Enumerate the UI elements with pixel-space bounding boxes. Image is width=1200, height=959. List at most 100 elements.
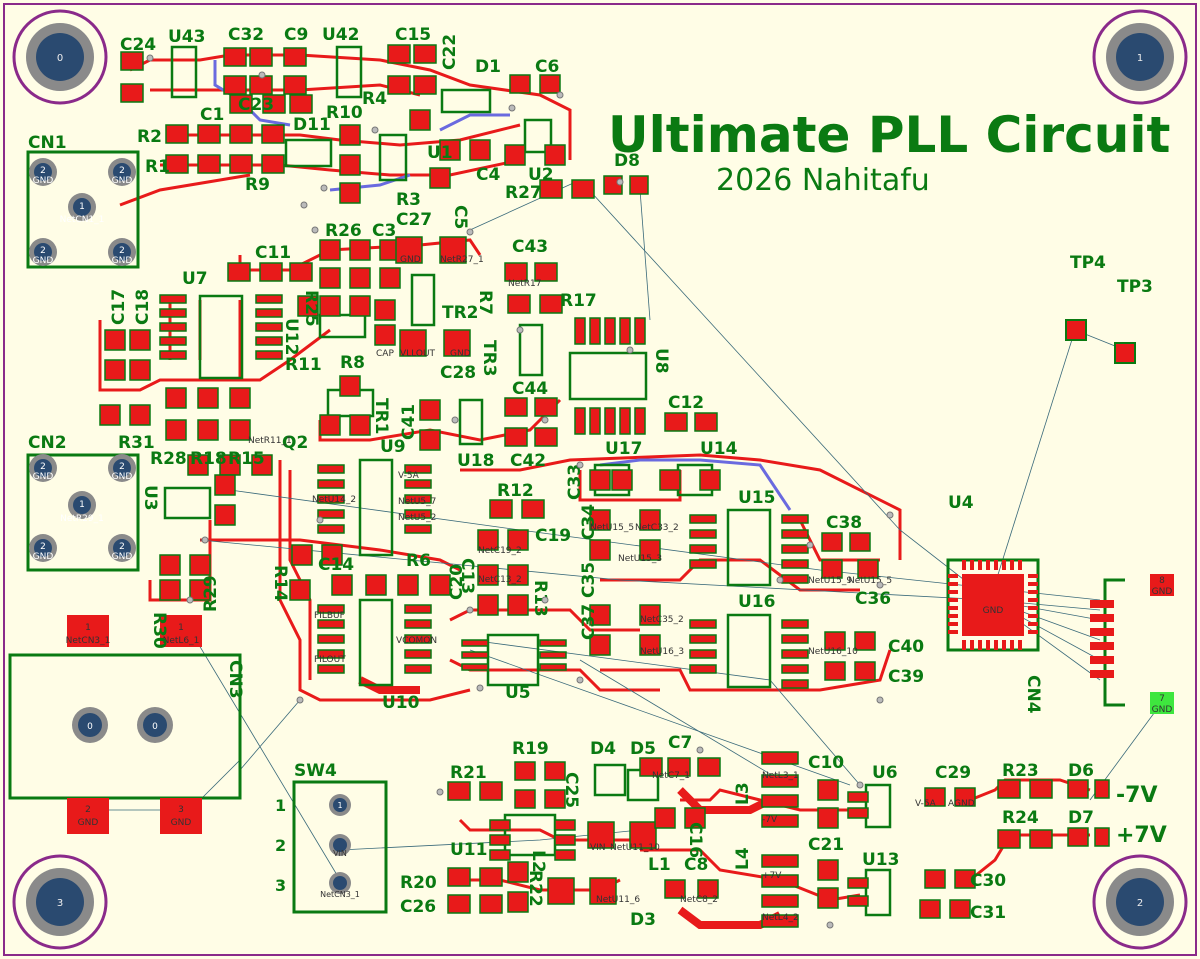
svg-text:2: 2 xyxy=(119,246,125,256)
net-label: -7V xyxy=(762,815,778,825)
connector-cn1: 2 GND 2 GND 1 NetCN1_1 2 GND 2 GND xyxy=(26,150,140,269)
cn2-pin: 2 GND xyxy=(108,534,136,562)
cn1-pin: 2 GND xyxy=(29,238,57,266)
designator: C21 xyxy=(808,835,844,855)
svg-text:GND: GND xyxy=(112,256,133,266)
test-point-tp3 xyxy=(1114,342,1136,364)
net-label: CAP xyxy=(376,349,394,359)
net-label: NetC35_2 xyxy=(640,615,684,625)
designator: SW4 xyxy=(294,761,337,781)
svg-text:2: 2 xyxy=(119,462,125,472)
designator: R10 xyxy=(326,103,363,123)
power-label-pos7v: +7V xyxy=(1116,823,1167,848)
designator: U43 xyxy=(168,27,205,47)
designator: U10 xyxy=(382,693,420,713)
mounting-hole-label: 2 xyxy=(1137,898,1143,909)
designator: D1 xyxy=(475,57,501,77)
designator: R23 xyxy=(1002,761,1039,781)
cn1-pin: 2 GND xyxy=(108,238,136,266)
svg-text:VIN: VIN xyxy=(333,849,347,858)
net-label: VCOMON xyxy=(396,636,437,646)
power-label-neg7v: -7V xyxy=(1116,783,1157,808)
designator: TR2 xyxy=(442,303,479,323)
component-outlines xyxy=(163,45,892,917)
mounting-hole-bottom-right: 2 xyxy=(1092,854,1188,950)
cn1-pin: 2 GND xyxy=(108,158,136,186)
designator: U1 xyxy=(427,143,453,163)
designator: U4 xyxy=(948,493,974,513)
designator: R3 xyxy=(396,190,421,210)
svg-text:NetR29_1: NetR29_1 xyxy=(60,514,104,524)
designator: C5 xyxy=(450,205,470,229)
connector-cn3: 1 NetCN3_1 1 NetL6_1 2 GND 3 GND 0 0 xyxy=(8,615,242,834)
cn1-pin: 1 NetCN1_1 xyxy=(60,193,104,225)
designator: L3 xyxy=(733,782,753,805)
svg-text:GND: GND xyxy=(78,818,99,828)
designator: R18 xyxy=(190,449,227,469)
designator: C8 xyxy=(684,855,708,875)
svg-text:1: 1 xyxy=(275,796,286,815)
net-label: GND xyxy=(400,255,421,265)
designator: C34 xyxy=(579,504,599,540)
designator: R11 xyxy=(285,355,322,375)
designator: R9 xyxy=(245,175,270,195)
designator: C4 xyxy=(476,165,500,185)
designator: C13 xyxy=(457,558,477,594)
designator: CN2 xyxy=(28,433,67,453)
board-title: Ultimate PLL Circuit xyxy=(608,106,1170,164)
svg-text:2: 2 xyxy=(40,246,46,256)
svg-text:1: 1 xyxy=(85,623,91,633)
designator: C41 xyxy=(399,404,419,440)
net-label: NetU15_9 xyxy=(808,576,852,586)
designator: U17 xyxy=(605,439,642,459)
net-label: VIN xyxy=(590,843,606,853)
net-label: NetC13_2 xyxy=(478,575,522,585)
designator: U12 xyxy=(281,318,301,355)
svg-text:7: 7 xyxy=(1159,694,1165,704)
svg-text:0: 0 xyxy=(87,722,93,732)
designator: C35 xyxy=(579,562,599,598)
net-label: NetU16_10 xyxy=(808,647,858,657)
net-label: NetU15_5 xyxy=(590,523,634,533)
designator: C12 xyxy=(668,393,704,413)
svg-text:0: 0 xyxy=(152,722,158,732)
cn2-pin: 2 GND xyxy=(108,454,136,482)
net-label: FILBUF xyxy=(314,611,345,621)
designator: U14 xyxy=(700,439,738,459)
designator: R7 xyxy=(475,290,495,315)
designator: C32 xyxy=(228,25,264,45)
designator: C22 xyxy=(440,34,460,70)
designator: D5 xyxy=(630,739,656,759)
svg-text:GND: GND xyxy=(33,176,54,186)
designator: R25 xyxy=(301,290,321,327)
designator: U7 xyxy=(182,269,208,289)
svg-text:GND: GND xyxy=(112,552,133,562)
designator: C27 xyxy=(396,210,432,230)
designator: TR1 xyxy=(371,398,391,435)
net-label: NetR17 xyxy=(508,279,542,289)
designator: C9 xyxy=(284,25,308,45)
net-label: V-5A xyxy=(398,471,420,481)
designator: U42 xyxy=(322,25,359,45)
designator: U9 xyxy=(380,437,406,457)
board-subtitle: 2026 Nahitafu xyxy=(716,163,930,198)
designator: L2 xyxy=(528,850,548,873)
designator: R17 xyxy=(560,291,597,311)
net-label: +7V xyxy=(762,871,782,881)
svg-text:GND: GND xyxy=(33,472,54,482)
net-label: NetL4_2 xyxy=(762,913,799,923)
net-label: NetU14_2 xyxy=(312,495,356,505)
designator: U6 xyxy=(872,763,898,783)
designator: U3 xyxy=(140,485,160,511)
designator: Q2 xyxy=(282,433,308,453)
designator: C11 xyxy=(255,243,291,263)
mounting-hole-label: 1 xyxy=(1137,53,1143,64)
ic-u4-qfn: GND xyxy=(946,558,1040,652)
designator: R8 xyxy=(340,353,365,373)
designator: CN3 xyxy=(225,660,245,699)
designator: R21 xyxy=(450,763,487,783)
cn1-pin: 2 GND xyxy=(29,158,57,186)
designator: C43 xyxy=(512,237,548,257)
net-label: FILOUT xyxy=(314,655,346,665)
designator: C1 xyxy=(200,105,224,125)
